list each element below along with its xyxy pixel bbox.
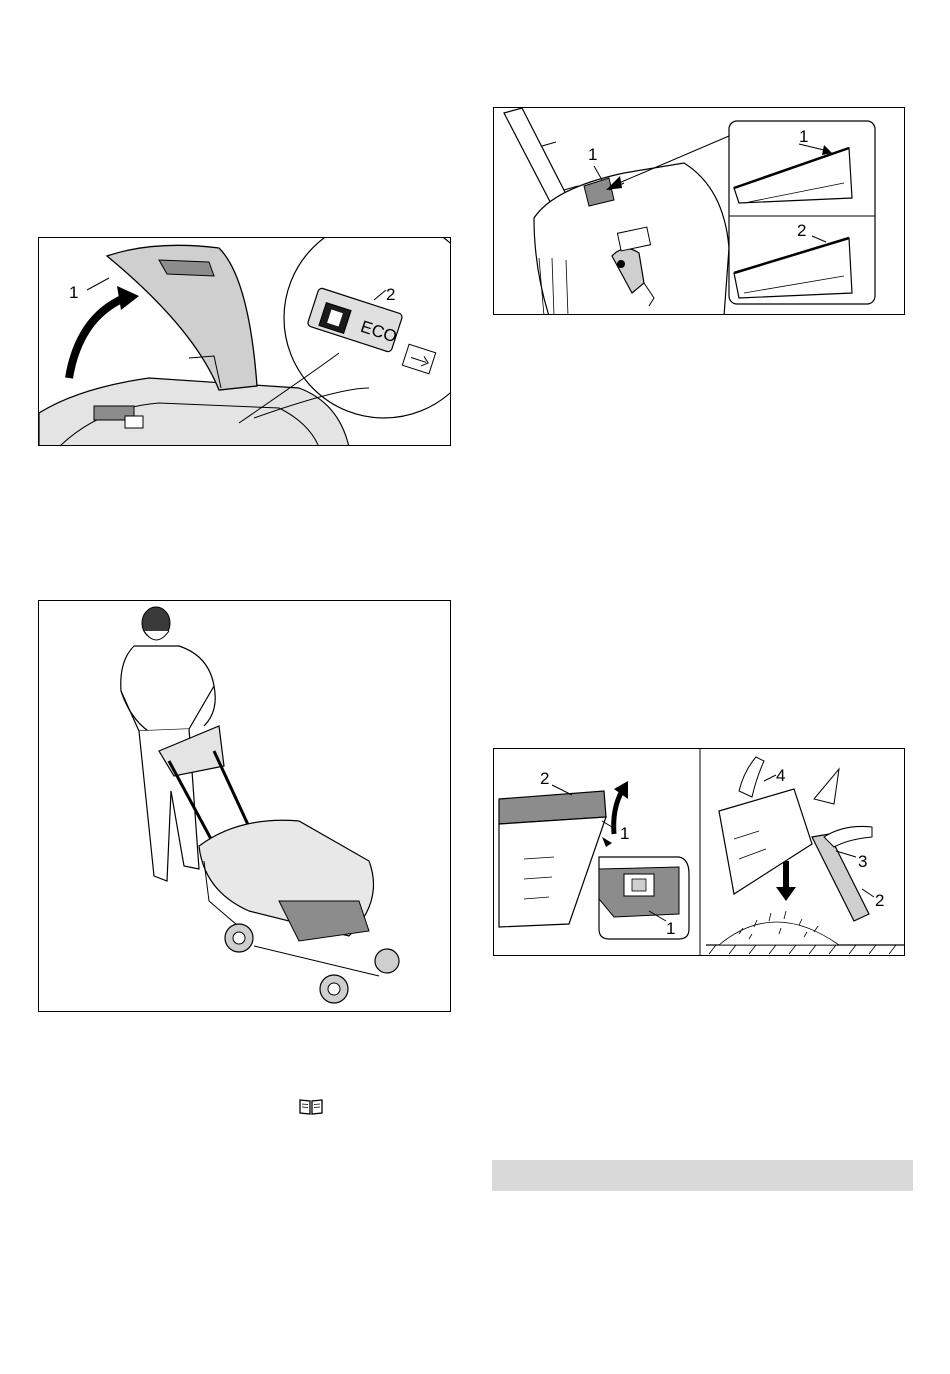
- callout-4-right: 4: [776, 766, 785, 785]
- callout-1-inset: 1: [799, 127, 808, 146]
- section-header-bar: [492, 1160, 913, 1191]
- callout-3-right: 3: [858, 852, 867, 871]
- catcher-lock-illustration: 1 1 2: [494, 108, 905, 315]
- empty-catcher-illustration: 2 1 1 4 3 2: [494, 749, 905, 956]
- figure-empty-catcher: 2 1 1 4 3 2: [493, 748, 905, 956]
- open-lid-illustration: ECO 1 2: [39, 238, 451, 446]
- figure-open-lid: ECO 1 2: [38, 237, 451, 446]
- callout-2-right: 2: [875, 891, 884, 910]
- figure-mowing: [38, 600, 451, 1012]
- callout-2: 2: [386, 285, 395, 304]
- callout-1-main: 1: [588, 145, 597, 164]
- book-icon: [298, 1098, 324, 1116]
- callout-1: 1: [69, 283, 78, 302]
- callout-1-left: 1: [620, 824, 629, 843]
- mowing-illustration: [39, 601, 451, 1012]
- callout-2-left: 2: [540, 769, 549, 788]
- callout-1-left-inset: 1: [666, 919, 675, 938]
- figure-catcher-lock: 1 1 2: [493, 107, 905, 315]
- callout-2-inset: 2: [797, 221, 806, 240]
